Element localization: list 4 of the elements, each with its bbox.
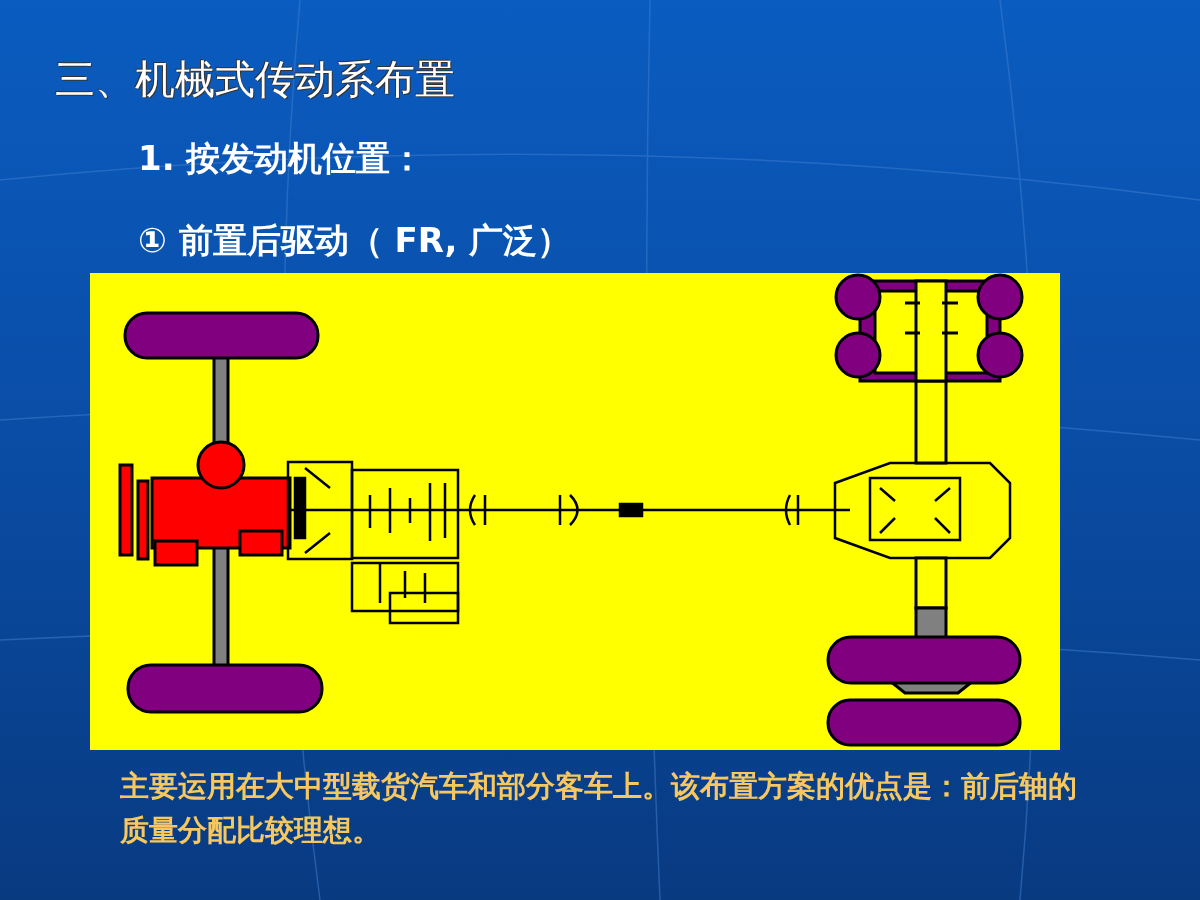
- subsection-heading: ① 前置后驱动（ FR, 广泛）: [138, 219, 572, 262]
- slide-title: 三、机械式传动系布置: [55, 55, 455, 104]
- caption-text: 主要运用在大中型载货汽车和部分客车上。该布置方案的优点是：前后轴的质量分配比较理想。: [120, 768, 1078, 849]
- section-heading: 1. 按发动机位置：: [138, 137, 425, 180]
